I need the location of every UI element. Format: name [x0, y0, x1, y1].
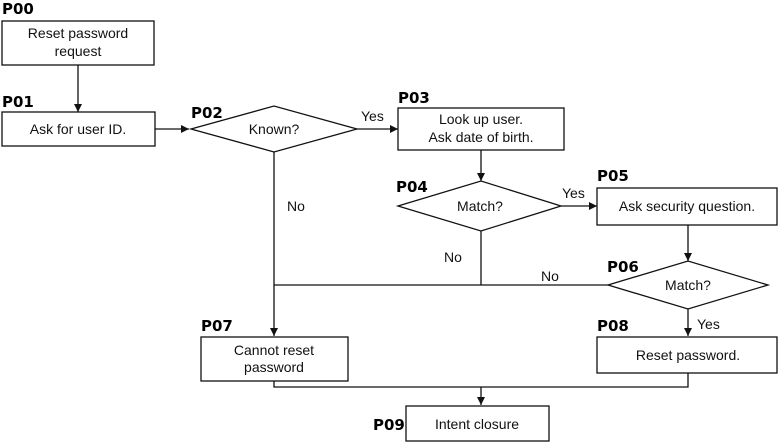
- node-id-p09: P09: [373, 416, 405, 434]
- node-label: Intent closure: [435, 416, 519, 432]
- node-label: Ask security question.: [619, 198, 755, 214]
- edge-label-p06-no: No: [541, 268, 559, 284]
- process-box: [405, 405, 550, 442]
- process-box: [1, 111, 156, 147]
- edge-label-p02-yes: Yes: [361, 108, 384, 124]
- node-p02: P02 Known?: [188, 104, 360, 153]
- decision-diamond: [605, 260, 771, 310]
- node-p03: P03 Look up user. Ask date of birth.: [397, 89, 565, 151]
- node-p07: P07 Cannot reset password: [200, 317, 349, 382]
- process-box: [397, 107, 565, 151]
- edge-p07-merge: [273, 381, 481, 388]
- node-id-p04: P04: [396, 178, 428, 196]
- edge-label-p04-yes: Yes: [562, 185, 585, 201]
- node-p05: P05 Ask security question.: [596, 167, 778, 226]
- process-box: [596, 187, 778, 226]
- node-id-p05: P05: [597, 167, 629, 185]
- node-label: Look up user.: [439, 111, 523, 127]
- node-p01: P01 Ask for user ID.: [1, 93, 156, 147]
- node-label: request: [55, 43, 102, 59]
- node-label: Reset password: [28, 25, 128, 41]
- node-p04: P04 Match?: [395, 178, 564, 232]
- process-box: [200, 336, 349, 382]
- edge-label-p04-no: No: [444, 249, 462, 265]
- node-label: Reset password.: [636, 347, 740, 363]
- node-id-p08: P08: [597, 317, 629, 335]
- node-id-p02: P02: [191, 104, 223, 122]
- node-p00: P00 Reset password request: [1, 0, 155, 66]
- node-label: Ask for user ID.: [30, 121, 126, 137]
- node-id-p07: P07: [201, 317, 233, 335]
- node-label: Match?: [665, 277, 711, 293]
- node-id-p01: P01: [2, 93, 34, 111]
- process-box: [596, 336, 778, 374]
- node-label: Match?: [457, 198, 503, 214]
- node-p08: P08 Reset password.: [596, 317, 778, 374]
- node-label: password: [244, 359, 304, 375]
- node-p06: P06 Match?: [605, 258, 771, 310]
- node-label: Ask date of birth.: [428, 129, 533, 145]
- edge-label-p02-no: No: [287, 198, 305, 214]
- edge-p08-merge: [481, 373, 689, 388]
- process-box: [1, 20, 155, 66]
- node-label: Known?: [249, 121, 300, 137]
- node-label: Cannot reset: [234, 342, 314, 358]
- node-id-p06: P06: [607, 258, 639, 276]
- node-id-p03: P03: [398, 89, 430, 107]
- decision-diamond: [188, 105, 360, 153]
- node-p09: P09 Intent closure: [373, 405, 550, 442]
- decision-diamond: [395, 180, 564, 232]
- node-id-p00: P00: [2, 0, 34, 18]
- edge-label-p06-yes: Yes: [697, 316, 720, 332]
